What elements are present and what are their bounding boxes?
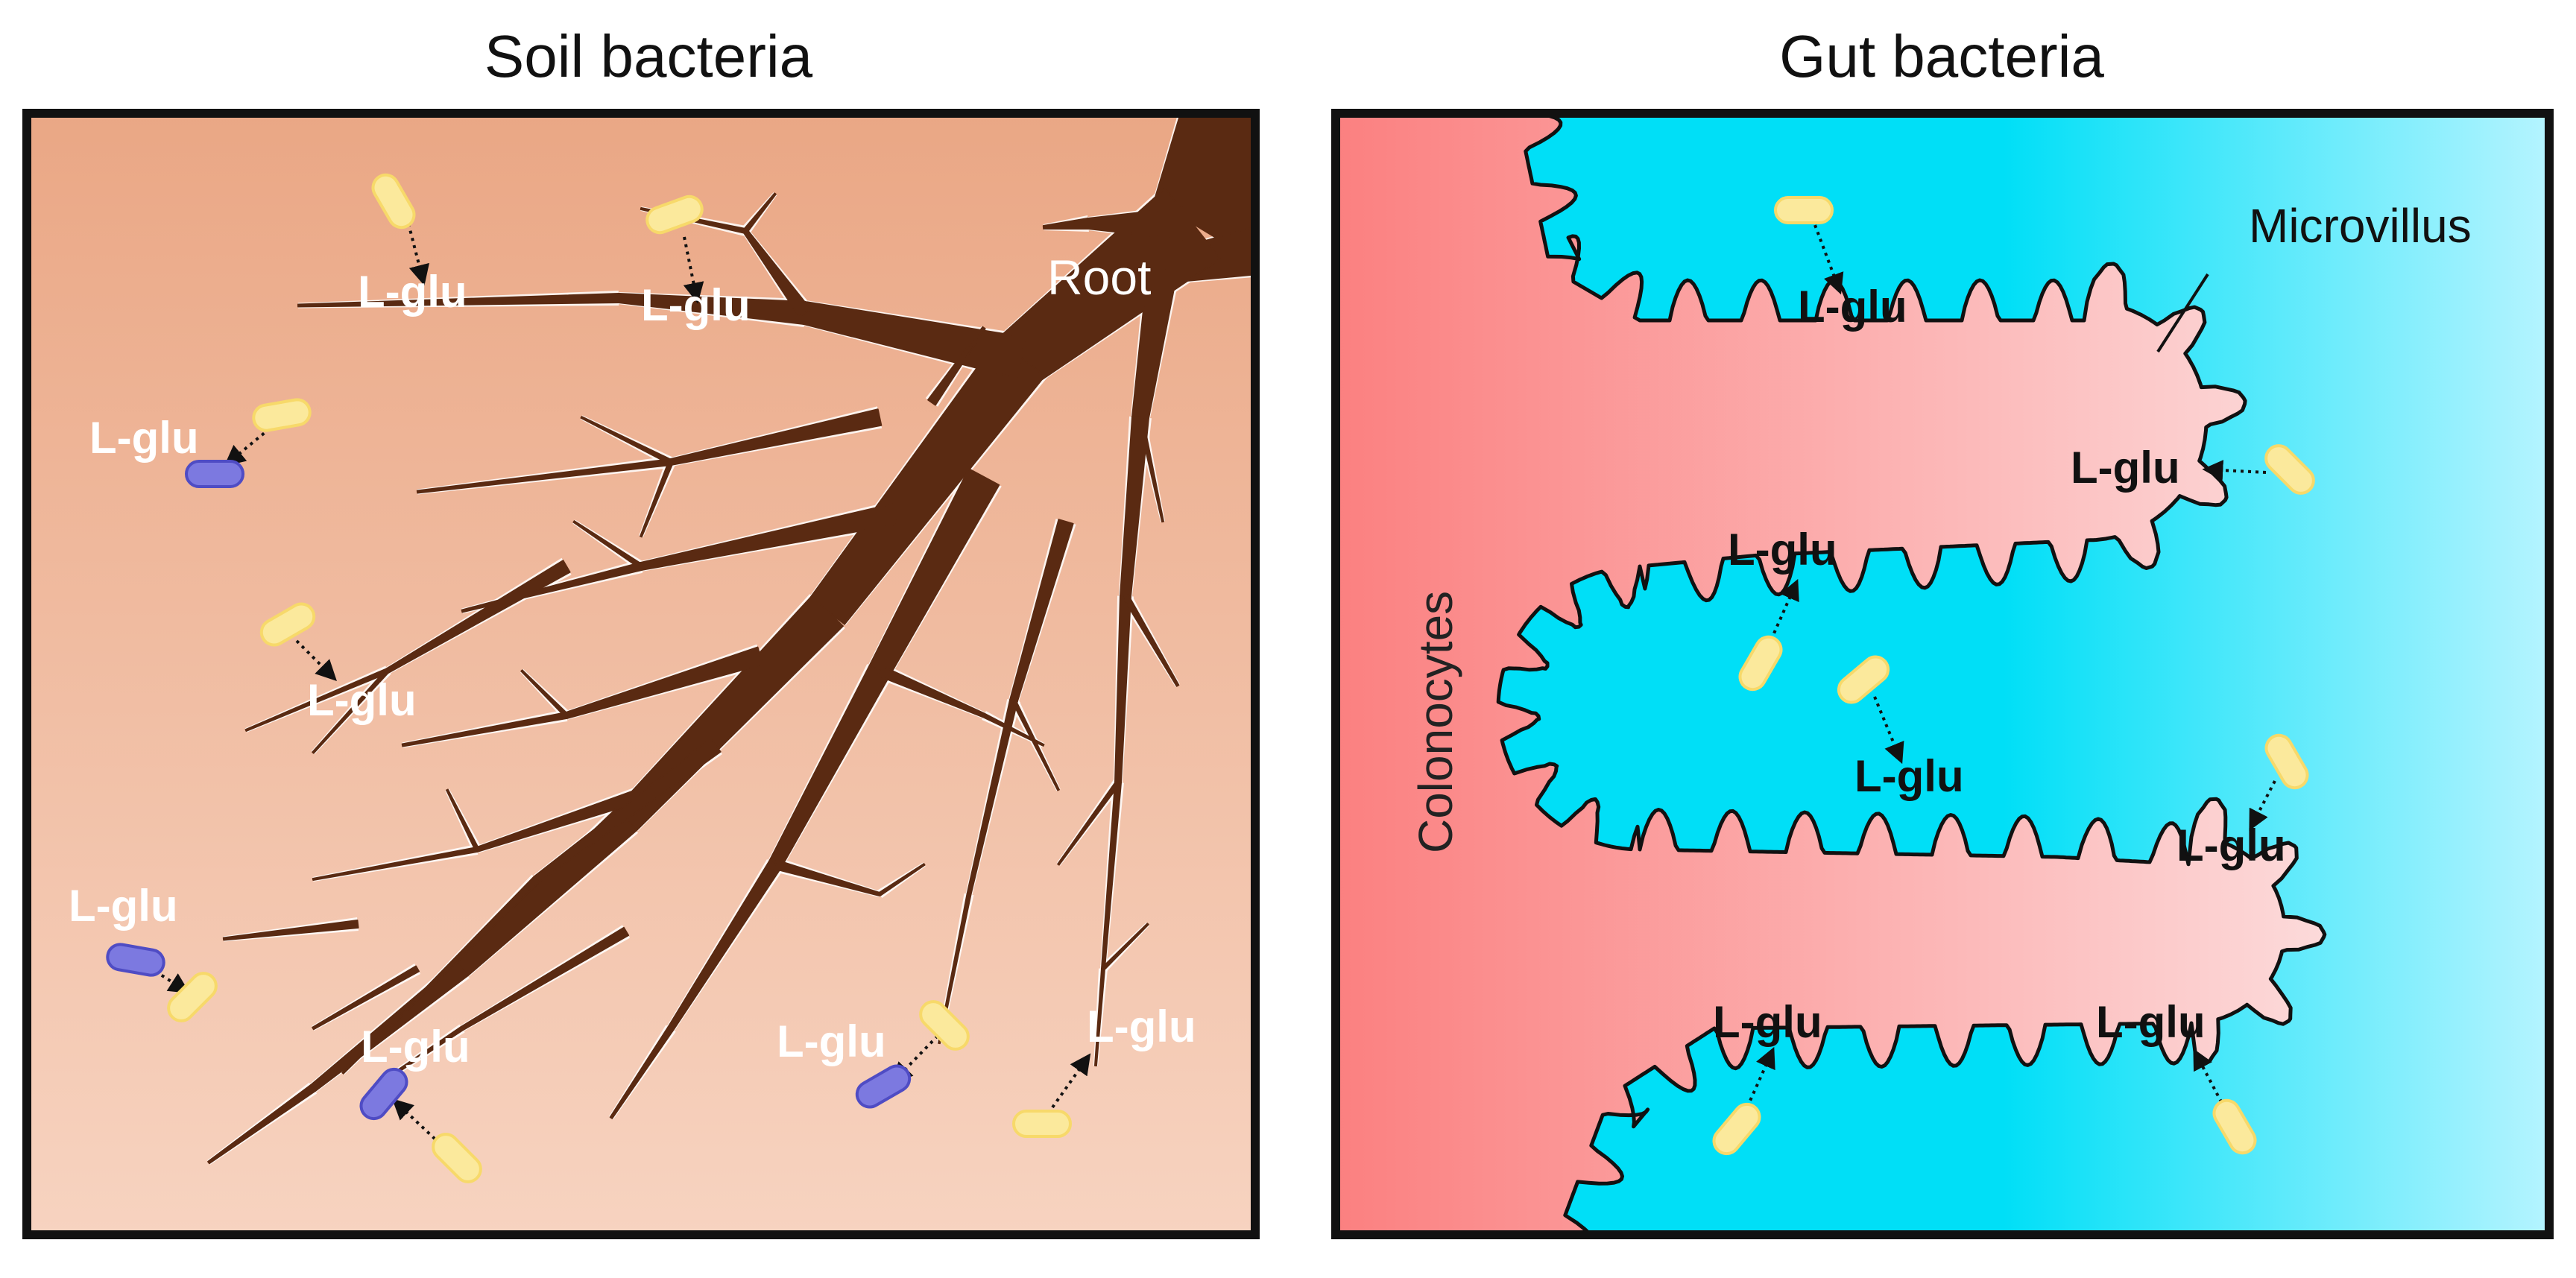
l-glu-label: L-glu [69, 881, 178, 931]
root-branch [640, 460, 674, 538]
purple-bacterium-icon [185, 460, 244, 488]
l-glu-label: L-glu [1854, 751, 1964, 801]
microvillus-pointer [2156, 273, 2209, 353]
secretion-arrow [1051, 1053, 1091, 1109]
root-branch [1057, 780, 1121, 866]
root-branch [1011, 698, 1060, 791]
root-branch [1101, 923, 1149, 971]
root-branch [982, 712, 1045, 747]
purple-bacterium-icon [855, 1064, 912, 1109]
root-branch [609, 1025, 675, 1119]
l-glu-label: L-glu [1087, 1002, 1196, 1051]
l-glu-label: L-glu [89, 413, 199, 463]
l-glu-label: L-glu [2176, 820, 2286, 870]
l-glu-label: L-glu [1713, 997, 1822, 1047]
root-branch [222, 920, 359, 941]
root-branch [401, 712, 568, 747]
root-branch [341, 996, 420, 1075]
gut-panel-title: Gut bacteria [1779, 23, 2104, 89]
root-branch [938, 893, 972, 1045]
root-branch [312, 965, 420, 1031]
yellow-bacterium-icon [2212, 1098, 2257, 1155]
root-branch [207, 1084, 316, 1165]
secretion-arrow [683, 236, 704, 304]
purple-bacterium-icon [106, 943, 165, 977]
root-branch [927, 326, 986, 406]
l-glu-label: L-glu [641, 280, 751, 330]
root-branch [1122, 593, 1180, 687]
root-branch [297, 293, 620, 308]
secretion-arrow [224, 427, 271, 466]
yellow-bacterium-icon [1774, 196, 1834, 224]
root-branch [742, 192, 777, 233]
gut-panel: Colonocytes Microvillus L-gluL-gluL-gluL… [1331, 109, 2554, 1239]
secretion-arrow [891, 1034, 939, 1084]
yellow-bacterium-icon [1738, 635, 1783, 692]
l-glu-label: L-glu [358, 267, 467, 317]
l-glu-label: L-glu [1798, 282, 1907, 332]
colonocytes-label: Colonocytes [1409, 591, 1462, 853]
yellow-bacterium-icon [371, 173, 416, 230]
l-glu-label: L-glu [2071, 443, 2180, 493]
secretion-arrow [407, 223, 429, 286]
l-glu-label: L-glu [2096, 997, 2206, 1047]
yellow-bacterium-icon [432, 1133, 482, 1183]
root-branch [520, 669, 569, 718]
root-branch [1137, 416, 1164, 523]
yellow-bacterium-icon [167, 972, 218, 1022]
yellow-bacterium-icon [919, 1000, 970, 1051]
secretion-arrow [2249, 780, 2276, 831]
microvillus-label: Microvillus [2249, 199, 2472, 253]
root-branch [1042, 218, 1090, 230]
secretion-arrow [2202, 460, 2267, 481]
purple-bacterium-icon [359, 1067, 408, 1121]
l-glu-label: L-glu [307, 675, 417, 725]
yellow-bacterium-icon [1012, 1110, 1072, 1138]
root-branch [446, 788, 480, 852]
secretion-arrow [2193, 1048, 2226, 1110]
l-glu-label: L-glu [361, 1022, 470, 1072]
yellow-bacterium-icon [2264, 733, 2309, 790]
soil-panel-title: Soil bacteria [484, 23, 813, 89]
yellow-bacterium-icon [259, 602, 316, 647]
yellow-bacterium-icon [252, 398, 312, 432]
yellow-bacterium-icon [2264, 444, 2315, 495]
gut-panel-frame [1331, 109, 2554, 1239]
yellow-bacterium-icon [645, 194, 704, 235]
colonocyte-tissue [1336, 113, 2327, 1235]
l-glu-label: L-glu [777, 1016, 886, 1066]
l-glu-label: L-glu [1728, 525, 1837, 575]
root-branch [572, 520, 643, 569]
root-branch [877, 863, 926, 896]
yellow-bacterium-icon [1837, 655, 1890, 704]
root [206, 113, 1255, 1165]
root-label: Root [1047, 250, 1151, 305]
soil-panel-frame [22, 109, 1260, 1239]
secretion-arrow [295, 639, 337, 681]
root-branch [312, 668, 390, 754]
yellow-bacterium-icon [1712, 1102, 1761, 1156]
